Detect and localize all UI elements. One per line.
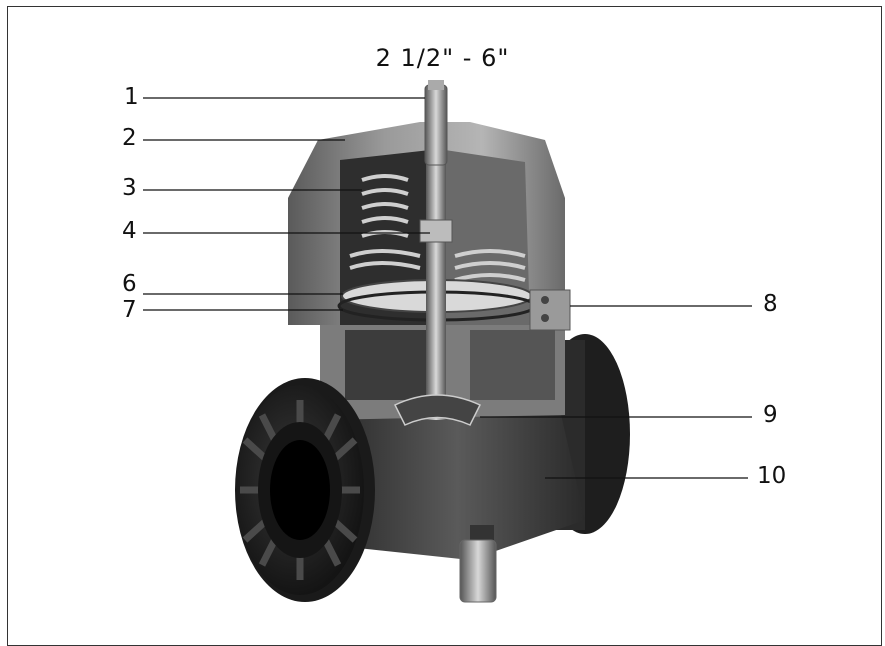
- valve-body: [330, 410, 585, 560]
- control-air-port: [529, 289, 571, 331]
- callout-label-9: 9: [763, 402, 778, 428]
- callout-label-8: 8: [763, 291, 778, 317]
- size-range-title: 2 1/2" - 6": [375, 44, 510, 72]
- callout-label-6: 6: [122, 271, 137, 297]
- callout-label-1: 1: [124, 84, 139, 110]
- callout-label-2: 2: [122, 125, 137, 151]
- valve-illustration: [143, 80, 752, 603]
- callout-label-3: 3: [122, 175, 137, 201]
- bottom-indicator: [459, 539, 497, 603]
- spring: [349, 174, 526, 282]
- left-flange: [235, 378, 375, 602]
- leader-lines: [143, 97, 752, 479]
- stem: [426, 160, 446, 420]
- callout-label-4: 4: [122, 218, 137, 244]
- callout-label-7: 7: [122, 297, 137, 323]
- position-indicator: [424, 84, 448, 166]
- callout-label-10: 10: [757, 463, 787, 489]
- compressor: [393, 394, 482, 426]
